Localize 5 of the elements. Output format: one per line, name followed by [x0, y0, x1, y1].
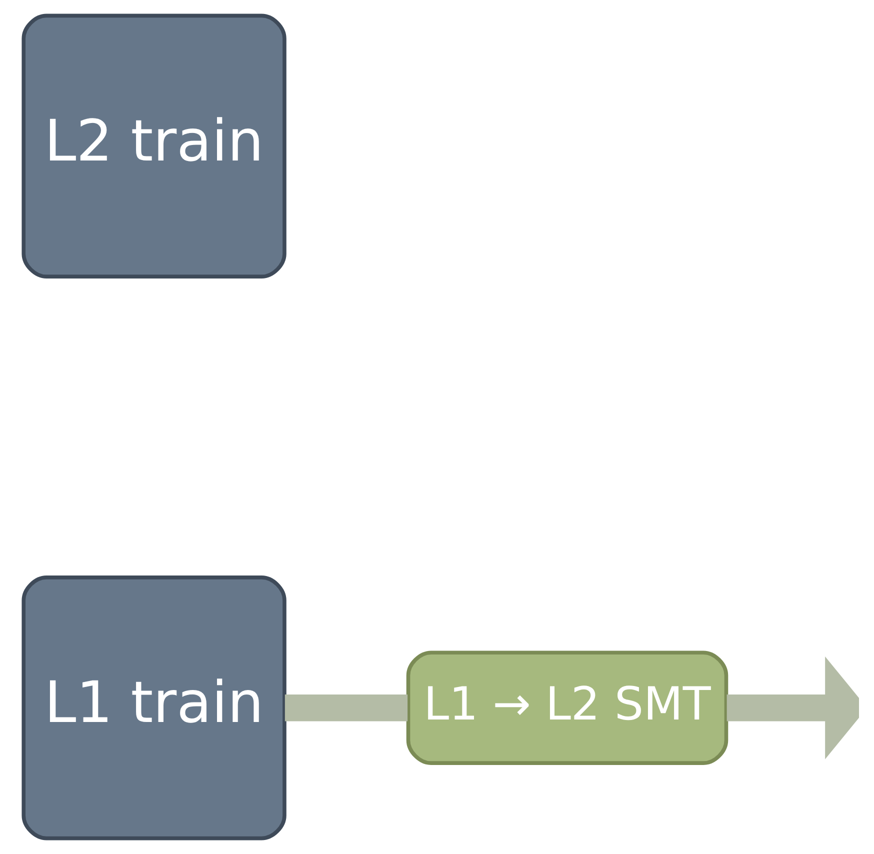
connector — [284, 694, 408, 722]
node-box: L2 train — [21, 14, 286, 278]
node-box: L1 → L2 SMT — [406, 650, 728, 765]
node-box: L1 train — [21, 576, 286, 840]
arrow — [726, 656, 858, 760]
